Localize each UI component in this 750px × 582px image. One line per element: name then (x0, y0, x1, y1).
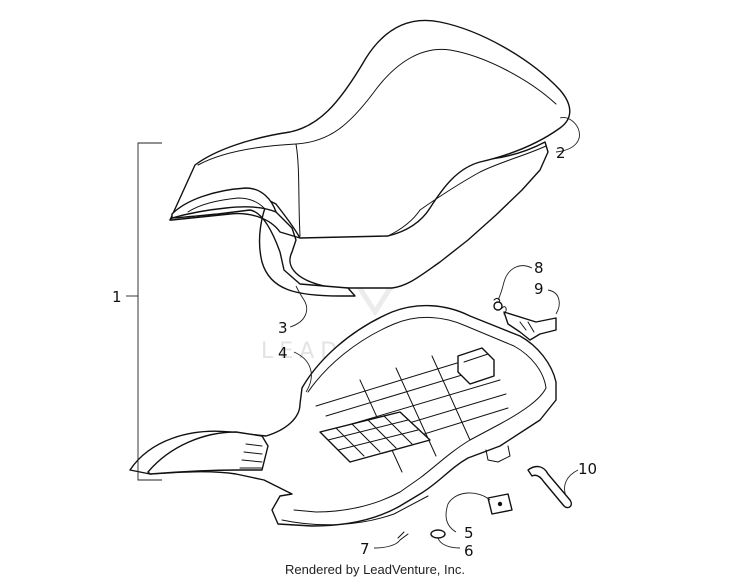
callout-1: 1 (112, 288, 122, 306)
callout-10: 10 (578, 460, 597, 478)
callout-4: 4 (278, 344, 288, 362)
leader-2 (555, 117, 580, 153)
callout-6: 6 (464, 542, 474, 560)
leader-8 (497, 265, 533, 301)
callout-3: 3 (278, 319, 288, 337)
callout-5: 5 (464, 524, 474, 542)
leader-lines (126, 117, 580, 549)
hook-part (527, 465, 573, 509)
callout-2: 2 (556, 144, 566, 162)
latch-assembly (493, 297, 557, 341)
leader-9 (547, 289, 560, 315)
leader-7 (373, 539, 401, 549)
rendered-by-footer: Rendered by LeadVenture, Inc. (285, 562, 465, 577)
seat-cushion (169, 19, 571, 297)
assembly-bracket (137, 142, 162, 481)
callout-labels: 1 2 3 4 5 6 7 8 9 10 (112, 144, 597, 560)
callout-8: 8 (534, 259, 544, 277)
leader-4 (293, 351, 312, 393)
leader-10 (564, 469, 579, 497)
v-logo-icon (353, 280, 397, 317)
seat-base (129, 304, 557, 541)
leader-6 (437, 537, 461, 549)
callout-7: 7 (360, 540, 370, 558)
leader-5 (445, 492, 491, 533)
callout-9: 9 (534, 280, 544, 298)
leader-3 (289, 285, 308, 328)
bracket-hole-icon (497, 501, 503, 507)
